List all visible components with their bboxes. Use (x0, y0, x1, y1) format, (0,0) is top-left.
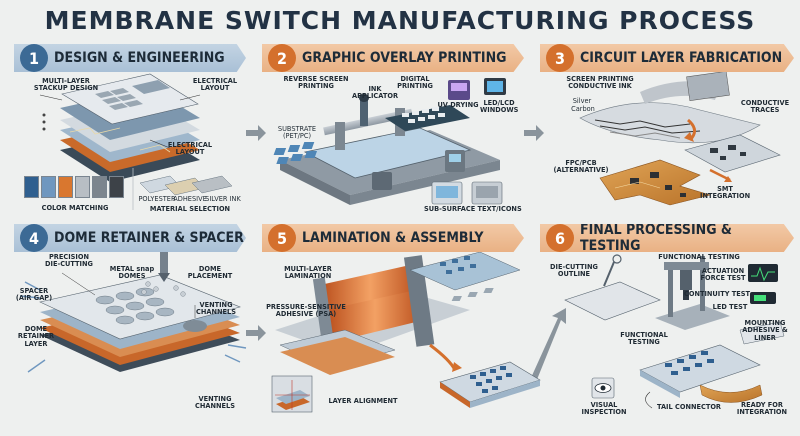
flow-arrows (246, 125, 566, 382)
laminator (275, 251, 521, 375)
label-led-test: LED TEST (712, 303, 748, 311)
label-adhesive: ADHESIVE (173, 195, 207, 203)
label-polyester: POLYESTER (138, 195, 176, 203)
label-multilayer: MULTI-LAYER LAMINATION (284, 265, 332, 281)
step-6-number: 6 (546, 224, 574, 252)
step-4-number: 4 (20, 224, 48, 252)
vent-arrows (19, 281, 247, 373)
step-1-header: 1 DESIGN & ENGINEERING (14, 44, 246, 72)
conductive-film (579, 71, 761, 144)
step-4-title: DOME RETAINER & SPACER (54, 230, 244, 246)
step-6-title: FINAL PROCESSING & TESTING (580, 222, 732, 254)
step-4-header: 4 DOME RETAINER & SPACER (14, 224, 246, 252)
final-keypad (639, 321, 785, 403)
panel1-stack (39, 73, 201, 182)
label-reverse-screen: REVERSE SCREEN PRINTING (283, 75, 349, 91)
step-5-title: LAMINATION & ASSEMBLY (302, 230, 484, 246)
spacer-stack (39, 274, 241, 372)
label-continuity: CONTINUITY TEST (684, 290, 751, 298)
swatch (109, 176, 124, 198)
label-silver: Silver (572, 97, 592, 105)
material-samples (139, 175, 233, 196)
label-silver-ink: SILVER INK (205, 195, 241, 203)
conductive-traces (684, 134, 781, 173)
label-retainer: DOME RETAINER LAYER (17, 325, 55, 348)
step-5-number: 5 (268, 224, 296, 252)
uv-lamp (448, 80, 470, 100)
step-5-header: 5 LAMINATION & ASSEMBLY (262, 224, 524, 252)
label-functional-top: FUNCTIONAL TESTING (658, 253, 740, 261)
page-title: MEMBRANE SWITCH MANUFACTURING PROCESS (44, 6, 756, 35)
screen-printer (273, 94, 500, 205)
step-3-title: CIRCUIT LAYER FABRICATION (580, 50, 783, 66)
finished-keypad (439, 361, 541, 408)
step-3-header: 3 CIRCUIT LAYER FABRICATION (540, 44, 794, 72)
label-ink-applicator: INK APPLICATOR (352, 85, 399, 101)
label-spacer: SPACER (AIR GAP) (15, 287, 53, 303)
label-electrical-bottom: ELECTRICAL LAYOUT (167, 141, 213, 157)
test-fixture (655, 256, 730, 330)
subsurface-samples (431, 181, 503, 205)
dome-tool (141, 243, 186, 297)
label-mounting: MOUNTING ADHESIVE & LINER (742, 319, 788, 342)
label-metal-domes: METAL snap DOMES (109, 265, 155, 281)
label-digital-printing: DIGITAL PRINTING (397, 75, 433, 91)
alignment-detail (271, 375, 313, 413)
label-diecut-outline: DIE-CUTTING OUTLINE (550, 263, 598, 279)
diecut-sheet (451, 254, 661, 321)
label-carbon: Carbon (571, 105, 595, 113)
test-monitors (748, 264, 778, 304)
step-1-title: DESIGN & ENGINEERING (54, 50, 225, 66)
label-precision-diecut: PRECISION DIE-CUTTING (45, 253, 93, 269)
step-2-number: 2 (268, 44, 296, 72)
label-uv-drying: UV DRYING (437, 101, 479, 109)
swatch (41, 176, 56, 198)
step-1-number: 1 (20, 44, 48, 72)
label-psa: PRESSURE-SENSITIVE ADHESIVE (PSA) (266, 303, 346, 319)
label-conductive-traces: CONDUCTIVE TRACES (740, 99, 790, 115)
fpc-board (599, 159, 712, 206)
label-dome-placement: DOME PLACEMENT (187, 265, 233, 281)
label-visual: VISUAL INSPECTION (581, 401, 627, 417)
label-smt: SMT INTEGRATION (700, 185, 751, 201)
swatch (58, 176, 73, 198)
label-color-matching: COLOR MATCHING (41, 204, 109, 212)
led-window (484, 78, 506, 95)
step-2-title: GRAPHIC OVERLAY PRINTING (302, 50, 507, 66)
label-substrate: SUBSTRATE (PET/PC) (277, 125, 317, 141)
label-screen-printing: SCREEN PRINTING CONDUCTIVE INK (566, 75, 634, 91)
label-functional-mid: FUNCTIONAL TESTING (620, 331, 668, 347)
label-material-selection: MATERIAL SELECTION (149, 205, 231, 213)
label-led-windows: LED/LCD WINDOWS (480, 99, 519, 115)
eye-icon (591, 377, 615, 399)
step-2-header: 2 GRAPHIC OVERLAY PRINTING (262, 44, 524, 72)
step-6-header: 6 FINAL PROCESSING & TESTING (540, 224, 794, 252)
swatch (24, 176, 39, 198)
label-stackup: MULTI-LAYER STACKUP DESIGN (33, 77, 99, 93)
label-venting-bottom: VENTING CHANNELS (195, 395, 235, 411)
label-subsurface: SUB-SURFACE TEXT/ICONS (424, 205, 522, 213)
label-actuation: ACTUATION FORCE TEST (700, 267, 746, 283)
step-3-number: 3 (546, 44, 574, 72)
label-electrical-top: ELECTRICAL LAYOUT (192, 77, 238, 93)
swatch (75, 176, 90, 198)
label-fpc-pcb: FPC/PCB (ALTERNATIVE) (553, 159, 609, 175)
label-ready: READY FOR INTEGRATION (736, 401, 788, 417)
label-tail: TAIL CONNECTOR (656, 403, 722, 411)
swatch (92, 176, 107, 198)
label-alignment: LAYER ALIGNMENT (328, 397, 398, 405)
label-venting-top: VENTING CHANNELS (196, 301, 236, 317)
